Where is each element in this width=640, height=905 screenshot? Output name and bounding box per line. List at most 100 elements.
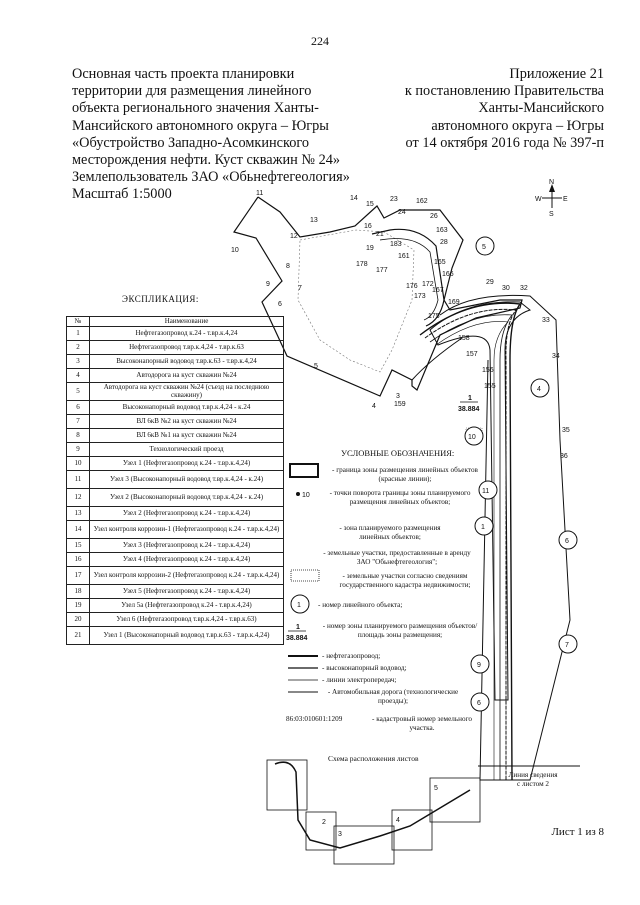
row-name: Узел 5 (Нефтегазопровод к.24 - т.вр.к.4,… [89,583,284,599]
page-number: 224 [311,34,329,48]
point-7: 7 [298,285,302,292]
row-name: Технологический проезд [89,441,284,457]
legend-object-sample: 1 [297,602,301,609]
row-number: 6 [66,399,90,415]
compass-n: N [549,179,554,186]
point-177: 177 [376,267,388,274]
connector-line [411,337,463,381]
row-name: Нефтегазопровод т.вр.к.4,24 - т.вр.к.63 [89,339,284,355]
object-9: 9 [477,662,481,669]
row-name: Высоконапорный водовод т.вр.к.4,24 - к.2… [89,399,284,415]
point-14: 14 [350,195,358,202]
legend-zone-area: 38.884 [286,635,308,642]
legend-cadastral-sample: 86:03:010601:1209 [286,715,343,723]
object-7: 7 [565,642,569,649]
point-6: 6 [278,301,282,308]
row-number: 5 [66,381,90,401]
point-10: 10 [231,247,239,254]
point-155: 155 [484,383,496,390]
point-172: 172 [422,281,434,288]
sheet-5: 5 [434,785,438,792]
legend-item: - кадастровый номер земельного участка. [372,715,472,732]
point-5: 5 [314,363,318,370]
point-169: 169 [448,299,460,306]
title-line: «Обустройство Западно-Асомкинского [72,134,310,151]
point-158: 158 [458,335,470,342]
line-caption-2: с листом 2 [516,779,550,788]
pad-pipeline-2 [379,238,439,321]
legend-title: УСЛОВНЫЕ ОБОЗНАЧЕНИЯ: [341,448,455,458]
oil-gas-pipeline [419,302,522,781]
row-name: Узел 1 (Высоконапорный водовод т.вр.к.63… [89,625,284,645]
legend-item: - линии электропередач; [322,676,397,684]
point-15: 15 [366,201,374,208]
appendix-header: Приложение 21 к постановлению Правительс… [304,66,604,152]
point-36: 36 [560,453,568,460]
row-name: Узел 4 (Нефтегазопровод к.24 - т.вр.к.4,… [89,551,284,567]
line-caption: Линия сведения с листом 2 [488,771,578,788]
legend-item: - номер линейного объекта; [318,601,403,609]
turn-point-labels: 11 10 12 13 14 15 16 21 23 24 162 26 163… [231,190,570,460]
object-10: 10 [468,434,476,441]
title-line: Землепользователь ЗАО «Обьнефтегеология» [72,169,350,186]
row-number: 18 [66,583,90,599]
object-5: 5 [482,244,486,251]
point-178: 178 [356,261,368,268]
point-29: 29 [486,279,494,286]
row-name: Узел 5а (Нефтегазопровод к.24 - т.вр.к.4… [89,597,284,613]
legend-item: - зона планируемого размещения линейных … [339,524,441,541]
legend-symbols: 10 1 1 38.884 [286,463,320,693]
point-159: 159 [394,401,406,408]
zone-number-label: 1 [468,395,472,402]
scheme-title: Схема расположения листов [328,754,419,763]
point-165: 165 [434,259,446,266]
road-line [435,321,509,780]
point-23: 23 [390,196,398,203]
row-number: 9 [66,441,90,457]
header-num: № [66,316,90,327]
row-name: Узел 2 (Нефтегазопровод к.24 - т.вр.к.4,… [89,505,284,521]
document-title: Основная часть проекта планировки террит… [72,66,372,204]
point-3: 3 [396,393,400,400]
row-number: 13 [66,505,90,521]
point-157: 157 [466,351,478,358]
compass-e: E [563,196,568,203]
object-6-right: 6 [565,538,569,545]
point-12: 12 [290,233,298,240]
row-name: Узел 6 (Нефтегазопровод т.вр.к.4,24 - т.… [89,611,284,627]
row-name: Нефтегазопровод к.24 - т.вр.к.4,24 [89,325,284,341]
point-21: 21 [376,231,384,238]
explication-title: ЭКСПЛИКАЦИЯ: [122,294,199,304]
title-line: Основная часть проекта планировки [72,66,295,82]
line-caption-1: Линия сведения [508,771,558,779]
legend-item: - нефтегазопровод; [322,652,381,660]
row-name: Узел 1 (Нефтегазопровод к.24 - т.вр.к.4,… [89,455,284,471]
sheet-2: 2 [322,819,326,826]
pad-pipeline [371,228,445,327]
table-header: № Наименование [66,316,284,327]
row-name: Узел контроля коррозии-2 (Нефтегазопрово… [89,565,284,585]
point-4: 4 [372,403,376,410]
object-6: 6 [477,700,481,707]
row-name: Узел 3 (Нефтегазопровод к.24 - т.вр.к.4,… [89,537,284,553]
row-number: 11 [66,469,90,489]
point-175: 175 [428,313,440,320]
appendix-line: автономного округа – Югры [431,117,604,134]
point-156: 156 [482,367,494,374]
object-markers: 5 4 10 11 1 6 7 9 6 [464,236,578,712]
